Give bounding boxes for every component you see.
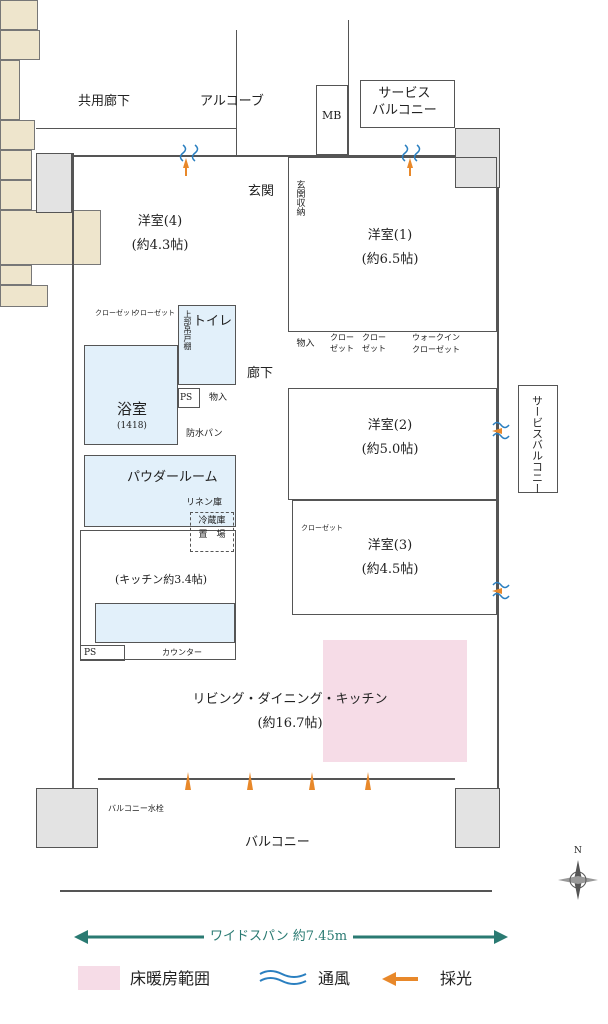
storage [0,265,32,285]
label-toilet: トイレ [193,314,233,329]
label-storage: 物入 [296,339,315,349]
dimension-label: ワイドスパン 約7.45m [204,927,354,947]
compass-icon [558,860,598,900]
label-upper-cabinet: 上部吊戸棚 [183,310,192,350]
closet [0,0,38,30]
ps-shaft [80,645,125,661]
corridor-line [36,128,236,129]
label-service-balcony: サービス バルコニー [372,86,437,118]
pillar [36,153,72,213]
closet [0,150,32,180]
label-bathroom: 浴室 [117,400,148,418]
label-linen: リネン庫 [186,498,223,508]
floor-heating-area [323,640,467,762]
label-ps: PS [180,393,193,403]
label-closet: クロー ゼット [330,333,354,354]
room-2 [288,388,497,500]
label-room2-size: (約5.0帖) [361,442,419,457]
legend-ventilation: 通風 [318,969,351,988]
label-entrance-storage: 玄関収納 [294,180,305,216]
label-room2: 洋室(2) [367,418,413,433]
ventilation-wave-icon [179,144,510,600]
pillar [455,788,500,848]
label-counter: カウンター [162,648,202,657]
daylight-arrow-icon [183,158,502,790]
label-alcove: アルコーブ [200,94,264,109]
entrance-storage [0,60,20,120]
closet [0,285,48,307]
wall [98,778,455,780]
ventilation-wave-icon [259,970,307,985]
wall [72,155,455,157]
balcony-rail [60,890,492,892]
fridge-space [190,512,234,552]
label-mb: MB [322,109,342,122]
label-storage: 物入 [208,393,227,403]
label-entrance: 玄関 [248,184,275,199]
label-waterproof-pan: 防水パン [186,429,223,439]
wall [72,153,74,788]
toilet-room [178,305,236,385]
storage [0,120,35,150]
legend-floor-heating: 床暖房範囲 [130,969,211,988]
wall [236,30,237,155]
closet [0,180,32,210]
closet [0,30,40,60]
floor-heating-swatch [78,966,120,990]
legend-daylight: 採光 [440,969,473,988]
label-closet: クローゼット [95,309,137,317]
label-ldk: リビング・ダイニング・キッチン [192,692,388,707]
label-room3: 洋室(3) [367,538,413,553]
label-room1-size: (約6.5帖) [361,252,419,267]
service-balcony-right [518,385,558,493]
label-fridge: 冷蔵庫 置 場 [198,516,226,540]
bathroom-room [84,345,178,445]
label-powder-room: パウダールーム [127,470,218,485]
pillar [36,788,98,848]
label-room4-size: (約4.3帖) [131,238,189,253]
label-service-balcony-right: サービスバルコニー [530,395,544,494]
service-balcony-top [360,80,455,128]
label-ps: PS [84,648,97,658]
daylight-arrow-icon [382,972,418,986]
powder-room [84,455,236,527]
label-walk-in-closet: ウォークイン クローゼット [412,333,460,354]
label-compass-north: N [574,846,582,856]
label-room4: 洋室(4) [137,214,183,229]
label-hallway: 廊下 [247,366,274,381]
ps-shaft [178,388,200,408]
mb-space [316,85,348,155]
room-1 [288,157,497,332]
label-ldk-size: (約16.7帖) [257,716,323,731]
walk-in-closet [0,210,101,265]
label-common-corridor: 共用廊下 [78,94,131,109]
wall [348,20,349,155]
label-room3-size: (約4.5帖) [361,562,419,577]
wall [497,188,499,788]
label-closet: クローゼット [301,524,343,532]
label-bathroom-size: (1418) [117,421,147,431]
room-3 [292,500,497,615]
label-closet: クロー ゼット [362,333,386,354]
label-balcony-faucet: バルコニー水栓 [108,804,164,813]
kitchen-area [80,530,236,660]
pillar [455,128,500,188]
label-room1: 洋室(1) [367,228,413,243]
label-closet: クローゼット [133,309,175,317]
label-kitchen: (キッチン約3.4帖) [115,573,208,586]
label-balcony: バルコニー [245,835,310,850]
kitchen-counter [95,603,235,643]
